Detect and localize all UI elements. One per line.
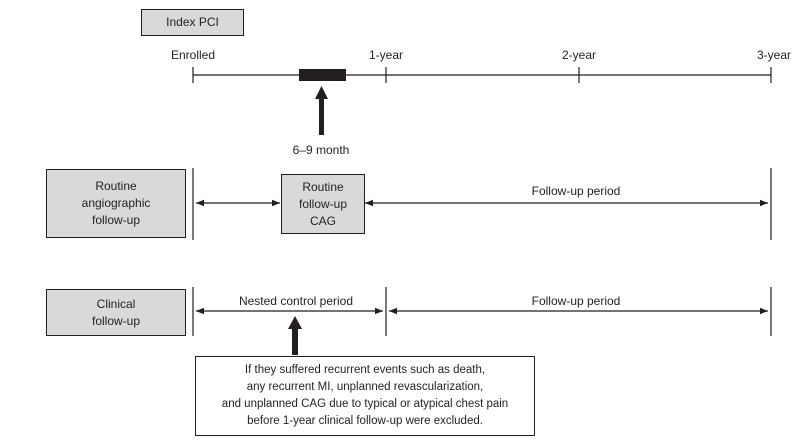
index-pci-box: Index PCI <box>141 9 244 36</box>
window-arrow-shaft <box>319 98 324 135</box>
timeline-label-3-year: 3-year <box>756 48 792 62</box>
six-to-nine-month-window-bar <box>299 69 346 81</box>
angio-follow-up-period-label: Follow-up period <box>531 184 621 198</box>
timeline-label-2-year: 2-year <box>561 48 597 62</box>
clinical-follow-up-period-label: Follow-up period <box>531 294 621 308</box>
exclusion-criteria-note: If they suffered recurrent events such a… <box>195 356 535 436</box>
clinical-follow-up-box: Clinical follow-up <box>46 289 186 336</box>
timeline-label-1-year: 1-year <box>368 48 404 62</box>
nested-control-period-label: Nested control period <box>238 294 354 308</box>
exclusion-arrow-shaft <box>292 328 298 355</box>
routine-follow-up-cag-box: Routine follow-up CAG <box>281 174 365 234</box>
exclusion-arrow-head <box>288 316 302 329</box>
routine-angiographic-follow-up-box: Routine angiographic follow-up <box>46 169 186 238</box>
window-arrow-head <box>315 86 328 99</box>
timeline-label-enrolled: Enrolled <box>170 48 216 62</box>
window-label: 6–9 month <box>292 143 350 157</box>
